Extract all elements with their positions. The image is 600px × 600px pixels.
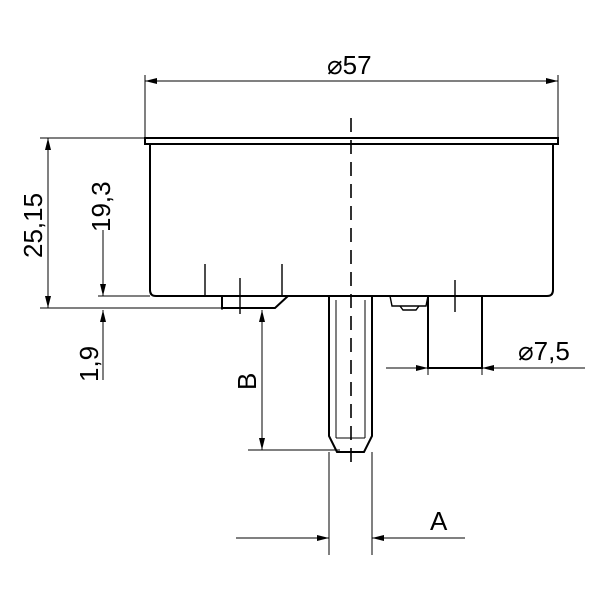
- dim-body-height: 19,3: [86, 181, 150, 297]
- lower-offset-label: 1,9: [74, 346, 104, 382]
- dim-pin-diameter: ⌀7,5: [386, 336, 585, 375]
- left-nut: [221, 295, 289, 314]
- dim-lower-offset: 1,9: [74, 310, 106, 382]
- dim-overall-diameter: ⌀57: [144, 50, 559, 138]
- dim-shaft-diameter: A: [236, 452, 465, 555]
- shaft-length-label: B: [232, 373, 262, 390]
- body-height-label: 19,3: [86, 181, 116, 232]
- dim-shaft-length: B: [232, 310, 340, 451]
- overall-diameter-label: ⌀57: [327, 50, 372, 80]
- shaft-diameter-label: A: [430, 506, 448, 536]
- right-pin: [427, 296, 483, 369]
- right-nut: [389, 295, 429, 311]
- housing-terminals: [204, 264, 456, 296]
- pin-diameter-label: ⌀7,5: [518, 336, 570, 366]
- dim-total-height: 25,15: [18, 137, 222, 309]
- total-height-label: 25,15: [18, 193, 48, 258]
